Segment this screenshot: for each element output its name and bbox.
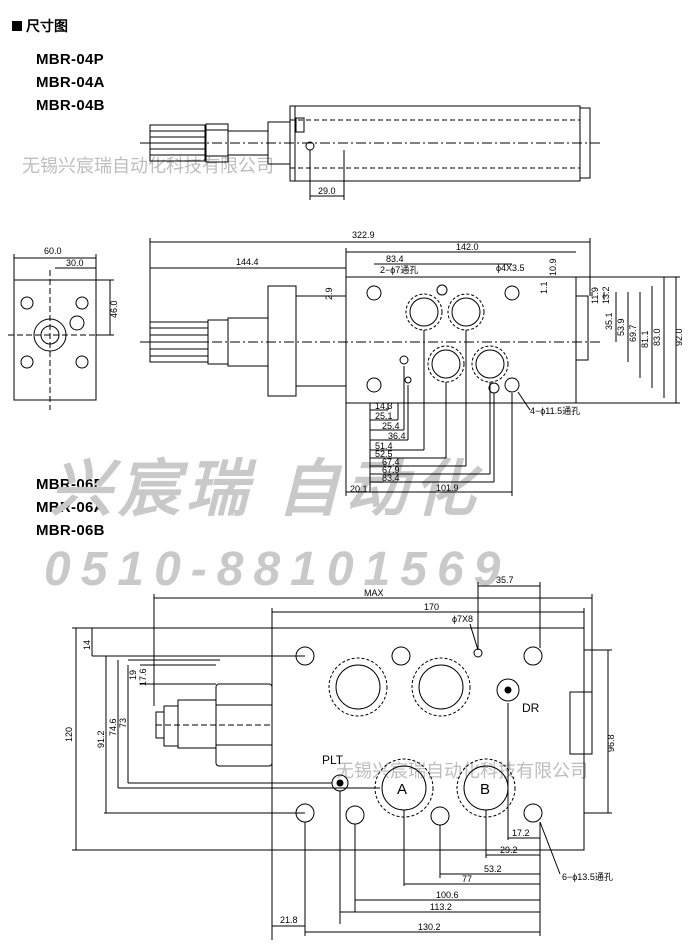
watermark: 无锡兴宸瑞自动化科技有限公司 兴宸瑞 自动化 0510-88101569 无锡兴… (22, 156, 588, 782)
label-4x3-5: ϕ4X3.5 (496, 263, 525, 273)
label-2-hole: 2−ϕ7通孔 (380, 265, 418, 275)
dim-19: 19 (128, 670, 138, 680)
dim-74-6: 74.6 (108, 718, 118, 736)
watermark-company-big: 兴宸瑞 自动化 (50, 455, 483, 524)
dim-130-2: 130.2 (418, 922, 441, 932)
model-label-04b: MBR-04B (36, 97, 105, 114)
dim-83-0: 83.0 (652, 328, 662, 346)
dim-35-1: 35.1 (604, 312, 614, 330)
port-plt-label: PLT (322, 753, 344, 767)
dim-142: 142.0 (456, 242, 479, 252)
dim-46: 46.0 (109, 300, 119, 318)
dim-83-4-top: 83.4 (386, 254, 404, 264)
watermark-company-small-1: 无锡兴宸瑞自动化科技有限公司 (22, 156, 274, 177)
dim-96-8: 96.8 (606, 734, 616, 752)
label-6-hole: 6−ϕ13.5通孔 (562, 872, 613, 882)
square-bullet-icon (12, 21, 22, 31)
dim-30: 30.0 (66, 258, 84, 268)
model-label-04p: MBR-04P (36, 51, 104, 68)
dim-14-3: 14.3 (375, 401, 393, 411)
dim-10-9: 10.9 (548, 258, 558, 276)
dim-2-9: 2.9 (324, 287, 334, 300)
mbr06-front-view: A B DR PLT MAX 170 35.7 ϕ7X8 120 14 91.2… (64, 575, 616, 940)
dim-60: 60.0 (44, 246, 62, 256)
mbr04-side-view: 29.0 (140, 105, 600, 200)
dim-81-1: 81.1 (640, 330, 650, 348)
dim-36-4: 36.4 (388, 431, 406, 441)
model-label-06b: MBR-06B (36, 522, 105, 539)
dim-69-7: 69.7 (628, 324, 638, 342)
dim-67-4: 67.4 (382, 457, 400, 467)
dim-max: MAX (364, 588, 384, 598)
model-label-04a: MBR-04A (36, 74, 105, 91)
dim-52-5: 52.5 (375, 449, 393, 459)
dim-29-2: 29.2 (500, 845, 518, 855)
section-title-text: 尺寸图 (26, 18, 68, 34)
dim-120: 120 (64, 727, 74, 742)
dim-25-1: 25.1 (375, 411, 393, 421)
watermark-company-small-2: 无锡兴宸瑞自动化科技有限公司 (336, 761, 588, 782)
dim-53-2: 53.2 (484, 864, 502, 874)
dim-51-4: 51.4 (375, 441, 393, 451)
dim-91-2: 91.2 (96, 730, 106, 748)
dim-21-8: 21.8 (280, 915, 298, 925)
dim-53-9: 53.9 (616, 318, 626, 336)
dim-25-4: 25.4 (382, 421, 400, 431)
end-plate (13, 279, 97, 401)
dim-170: 170 (424, 602, 439, 612)
dim-83-4: 83.4 (382, 473, 400, 483)
dim-20-1: 20.1 (350, 484, 368, 494)
dim-35-7: 35.7 (496, 575, 514, 585)
dim-113-2: 113.2 (430, 902, 452, 912)
label-7x8: ϕ7X8 (452, 614, 473, 624)
dim-67-9: 67.9 (382, 465, 400, 475)
mbr04-front-view: 322.9 144.4 142.0 83.4 2−ϕ7通孔 ϕ4X3.5 10.… (140, 230, 684, 496)
dim-29: 29.0 (318, 186, 336, 196)
port-b-label: B (480, 781, 490, 798)
dim-101-9: 101.9 (436, 483, 459, 493)
dim-77: 77 (462, 874, 472, 884)
dim-13-2: 13.2 (601, 286, 611, 304)
dim-322-9: 322.9 (352, 230, 375, 240)
watermark-phone: 0510-88101569 (44, 543, 510, 596)
dim-100-6: 100.6 (436, 890, 459, 900)
dim-92-0: 92.0 (674, 328, 684, 346)
model-label-06p: MBR-06P (36, 476, 104, 493)
label-4-hole: 4−ϕ11.5通孔 (530, 406, 580, 416)
dim-1-1: 1.1 (539, 281, 549, 294)
mbr04-end-view: 60.0 30.0 46.0 (8, 246, 119, 410)
dim-14: 14 (82, 640, 92, 650)
model-label-06a: MBR-06A (36, 499, 105, 516)
dim-17-2: 17.2 (512, 828, 530, 838)
dim-17-6: 17.6 (138, 668, 148, 686)
port-dr-label: DR (522, 701, 540, 715)
section-title: 尺寸图 (12, 16, 68, 36)
dim-73: 73 (118, 718, 128, 728)
dim-144-4: 144.4 (236, 257, 259, 267)
dim-11-9: 11.9 (590, 287, 600, 304)
port-a-label: A (397, 781, 407, 798)
